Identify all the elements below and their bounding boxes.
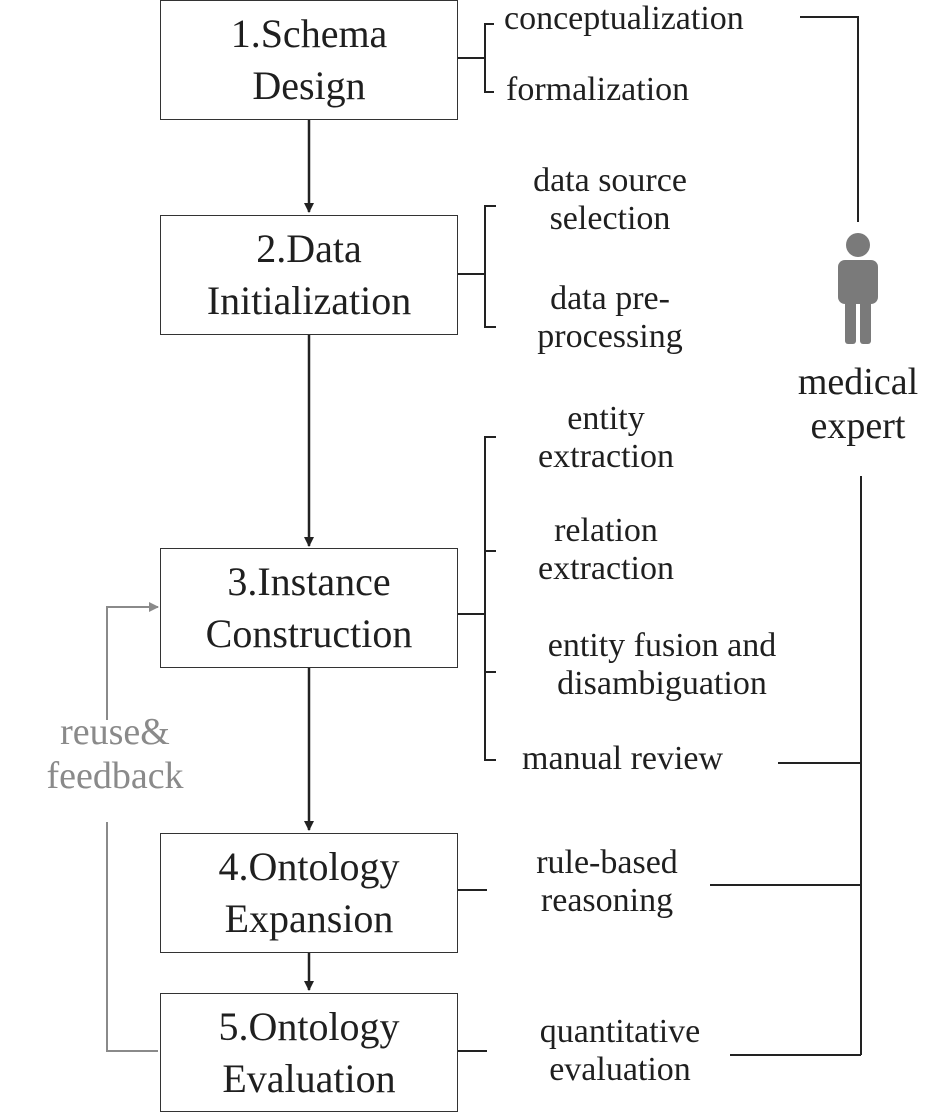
step-title: 3.Instance: [227, 559, 391, 604]
step-subtitle: Evaluation: [222, 1055, 396, 1101]
step-title: 2.Data: [256, 226, 362, 271]
expert-links: [710, 16, 862, 1056]
step-instance-construction: 3.Instance Construction: [160, 548, 458, 668]
substep-relation-extraction: relation extraction: [496, 512, 716, 588]
substep-line: reasoning: [540, 882, 674, 919]
substep-line: disambiguation: [557, 665, 767, 702]
step-title: 5.Ontology: [218, 1003, 400, 1049]
substep-line: selection: [549, 200, 671, 237]
step-title: 1.Schema: [230, 11, 388, 56]
substep-conceptualization: conceptualization: [504, 0, 744, 37]
substep-manual-review: manual review: [522, 740, 724, 777]
substep-line: data source: [533, 162, 687, 199]
expert-line: medical: [797, 361, 919, 403]
substep-line: data pre-: [550, 280, 670, 317]
step-subtitle: Expansion: [224, 896, 394, 941]
step-subtitle: Initialization: [206, 278, 412, 323]
feedback-loop: [106, 602, 159, 1052]
data-bracket: [458, 205, 496, 328]
step-subtitle: Construction: [205, 611, 413, 656]
substep-rule-based-reasoning: rule-based reasoning: [497, 844, 717, 920]
substep-line: extraction: [538, 550, 674, 587]
substep-entity-fusion: entity fusion and disambiguation: [506, 627, 818, 703]
step-ontology-expansion: 4.Ontology Expansion: [160, 833, 458, 953]
feedback-line: reuse&: [60, 711, 170, 753]
schema-bracket: [458, 23, 494, 93]
substep-line: extraction: [538, 438, 674, 475]
step-subtitle: Design: [252, 63, 366, 108]
substep-line: evaluation: [549, 1051, 691, 1088]
step-schema-design: 1.Schema Design: [160, 0, 458, 120]
step-ontology-evaluation: 5.Ontology Evaluation: [160, 993, 458, 1112]
step-data-initialization: 2.Data Initialization: [160, 215, 458, 335]
substep-data-source-selection: data source selection: [500, 162, 720, 238]
substep-line: entity fusion and: [547, 627, 777, 664]
step-title: 4.Ontology: [218, 844, 400, 889]
reuse-feedback-label: reuse& feedback: [20, 710, 210, 798]
feedback-line: feedback: [46, 755, 184, 797]
person-icon: [838, 233, 878, 344]
substep-quantitative-evaluation: quantitative evaluation: [505, 1013, 735, 1089]
substep-line: entity: [567, 400, 645, 437]
substep-line: processing: [537, 318, 683, 355]
substep-entity-extraction: entity extraction: [496, 400, 716, 476]
medical-expert-label: medical expert: [778, 360, 930, 448]
substep-line: quantitative: [539, 1013, 701, 1050]
instance-bracket: [458, 436, 496, 761]
substep-data-preprocessing: data pre- processing: [500, 280, 720, 356]
substep-formalization: formalization: [506, 71, 690, 108]
substep-line: relation: [554, 512, 658, 549]
substep-line: rule-based: [536, 844, 678, 881]
expert-line: expert: [810, 405, 906, 447]
